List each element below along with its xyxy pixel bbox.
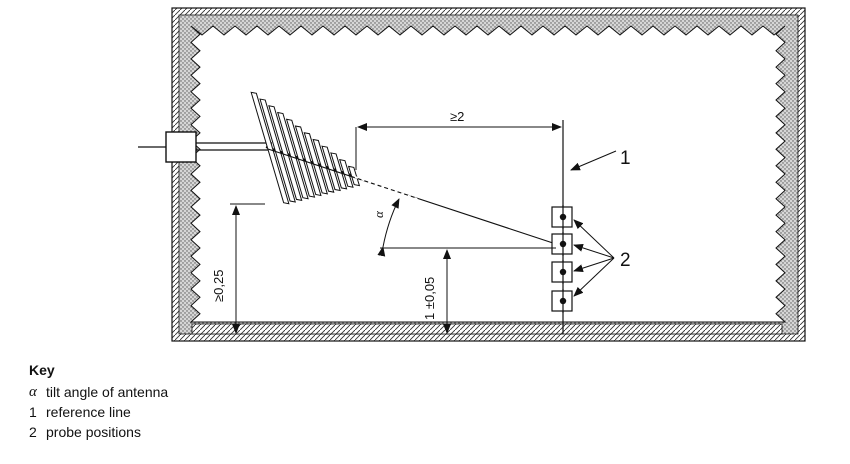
antenna-element xyxy=(294,125,322,197)
key-item: α tilt angle of antenna xyxy=(29,382,168,402)
probe-position xyxy=(551,260,573,284)
key-item-text: probe positions xyxy=(46,424,141,440)
probe-position xyxy=(551,205,573,229)
antenna-element xyxy=(330,152,348,190)
key-item-symbol: 2 xyxy=(29,424,37,440)
log-periodic-antenna xyxy=(250,91,361,205)
tilt-angle-marker: α xyxy=(371,198,400,257)
key-item: 1 reference line xyxy=(29,402,168,422)
antenna-element xyxy=(277,111,309,200)
antenna-element xyxy=(268,105,303,202)
callout-1-label: 1 xyxy=(620,148,631,169)
key-item: 2 probe positions xyxy=(29,422,168,442)
probe-height-label: 1 ±0,05 xyxy=(422,277,437,320)
callout-reference-line: 1 xyxy=(570,148,631,171)
callout-2-label: 2 xyxy=(620,250,631,271)
key-item-text: reference line xyxy=(46,404,131,420)
tilt-angle-label: α xyxy=(371,210,386,218)
antenna-element xyxy=(347,165,361,187)
callout-probe-positions: 2 xyxy=(573,219,631,297)
probe-position xyxy=(551,289,573,313)
antenna-feed xyxy=(138,131,272,163)
absorber-lining xyxy=(189,25,787,323)
probe-position xyxy=(551,232,573,256)
chamber-walls xyxy=(171,7,806,342)
key-item-symbol: α xyxy=(29,384,37,400)
antenna-element xyxy=(259,98,296,203)
antenna-element xyxy=(321,145,341,192)
test-chamber-diagram: ≥2 ≥0,25 1 ±0,05 α 1 2 xyxy=(138,7,806,342)
dimension-min-distance: ≥2 xyxy=(355,109,562,170)
antenna-element xyxy=(312,138,335,193)
antenna-element xyxy=(303,132,329,195)
antenna-element xyxy=(285,118,316,198)
min-distance-label: ≥2 xyxy=(450,109,464,124)
dimension-antenna-height: ≥0,25 xyxy=(211,203,265,334)
antenna-height-label: ≥0,25 xyxy=(211,270,226,302)
antenna-element xyxy=(250,91,290,205)
key-title: Key xyxy=(29,362,55,378)
key-item-text: tilt angle of antenna xyxy=(46,384,169,400)
key-item-symbol: 1 xyxy=(29,404,37,420)
probe-positions xyxy=(551,205,573,313)
dimension-probe-height: 1 ±0,05 xyxy=(380,247,556,334)
antenna-element xyxy=(339,159,354,188)
key-legend: Key α tilt angle of antenna 1 reference … xyxy=(29,360,168,442)
